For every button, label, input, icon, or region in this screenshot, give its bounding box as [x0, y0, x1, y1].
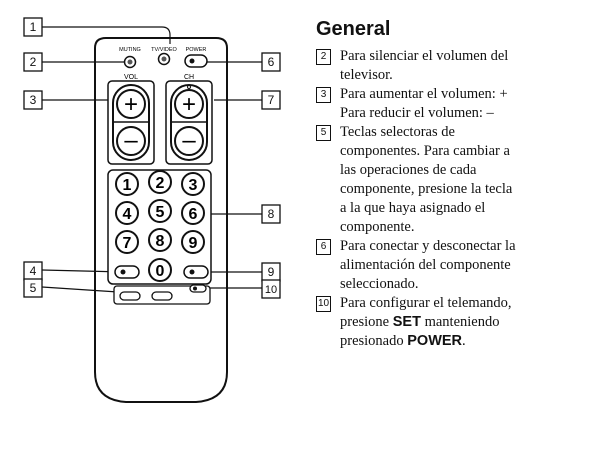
keypad-button[interactable]	[115, 230, 139, 254]
vol-label: VOL	[124, 74, 138, 81]
item-number: 6	[316, 239, 331, 255]
ch-plus-glyph[interactable]: +	[182, 91, 196, 118]
callout-label-9: 9	[268, 265, 275, 279]
callout-box-3	[23, 90, 43, 110]
keypad-frame	[107, 169, 212, 285]
item-text: Teclas selectoras de componentes. Para c…	[340, 124, 513, 235]
power-button[interactable]	[184, 54, 208, 68]
callout-label-6: 6	[268, 55, 275, 69]
callout-box-1	[23, 17, 43, 37]
power-keyword: POWER	[407, 333, 463, 349]
keypad-digit: 1	[123, 177, 132, 194]
power-label: POWER	[186, 47, 207, 53]
section-heading: General	[316, 18, 391, 40]
callout-box-6	[261, 52, 281, 72]
callout-box-5	[23, 278, 43, 298]
text-column: General 2 Para silenciar el volumen del t…	[316, 18, 608, 351]
keypad-digit: 2	[156, 175, 165, 192]
keypad-button[interactable]	[115, 172, 139, 196]
item-number: 5	[316, 125, 331, 141]
keypad-button[interactable]	[148, 228, 172, 252]
remote-control-diagram: 1 2 3 4 5 6 7 8 9 10 MUTING TV/VIDEO POW…	[23, 17, 281, 403]
indicator-10	[189, 284, 207, 293]
callout-box-2	[23, 52, 43, 72]
keypad-button[interactable]	[115, 201, 139, 225]
ch-label: CH	[184, 74, 194, 81]
component-key-vcr[interactable]	[151, 291, 173, 301]
keypad-button[interactable]	[181, 230, 205, 254]
keypad-button[interactable]	[148, 258, 172, 282]
item-2: 2 Para silenciar el volumen del televisor…	[316, 47, 608, 85]
item-text-post: .	[462, 333, 466, 349]
keypad-button[interactable]	[148, 170, 172, 194]
item-number: 2	[316, 49, 331, 65]
keypad-digit: 4	[123, 206, 132, 223]
keypad-digit: 8	[156, 233, 165, 250]
keypad: 1 2 3 4 5 6 7 8 9 0	[115, 170, 205, 282]
item-number: 10	[316, 296, 331, 312]
muting-label: MUTING	[119, 47, 141, 53]
keypad-button[interactable]	[181, 201, 205, 225]
callout-label-10: 10	[265, 284, 277, 296]
callout-label-5: 5	[30, 281, 37, 295]
callout-box-10	[261, 279, 281, 299]
vol-minus-glyph[interactable]: –	[124, 127, 138, 154]
callout-label-7: 7	[268, 93, 275, 107]
keypad-digit: 7	[123, 235, 132, 252]
callout-label-8: 8	[268, 207, 275, 221]
ch-minus-glyph[interactable]: –	[182, 127, 196, 154]
item-text: Para silenciar el volumen del televisor.	[340, 48, 509, 83]
keypad-digit: 5	[156, 204, 165, 221]
keypad-digit: 9	[189, 235, 198, 252]
callout-label-3: 3	[30, 93, 37, 107]
item-10: 10 Para configurar el telemando, presione…	[316, 294, 608, 351]
item-number: 3	[316, 87, 331, 103]
item-5: 5 Teclas selectoras de componentes. Para …	[316, 123, 608, 237]
callout-box-7	[261, 90, 281, 110]
item-6: 6 Para conectar y desconectar la alimenta…	[316, 237, 608, 294]
enter-button[interactable]	[183, 265, 209, 279]
set-button[interactable]	[114, 265, 140, 279]
item-3: 3 Para aumentar el volumen: + Para reduci…	[316, 85, 608, 123]
callout-label-4: 4	[30, 264, 37, 278]
component-key-tv[interactable]	[119, 291, 141, 301]
item-text-pre: Para configurar el telemando, presione	[340, 295, 512, 330]
item-text: Para conectar y desconectar la alimentac…	[340, 238, 516, 292]
tv-video-label: TV/VIDEO	[151, 47, 177, 53]
callout-label-2: 2	[30, 55, 37, 69]
item-text-mid: manteniendo presionado	[340, 314, 500, 349]
keypad-digit: 6	[189, 206, 198, 223]
vol-plus-glyph[interactable]: +	[124, 91, 138, 118]
keypad-button[interactable]	[148, 199, 172, 223]
keypad-button[interactable]	[181, 172, 205, 196]
callout-label-1: 1	[30, 20, 37, 34]
set-keyword: SET	[392, 314, 421, 330]
keypad-digit: 0	[156, 263, 165, 280]
keypad-digit: 3	[189, 177, 198, 194]
callout-box-8	[261, 204, 281, 224]
item-text: Para aumentar el volumen: + Para reducir…	[340, 86, 508, 121]
